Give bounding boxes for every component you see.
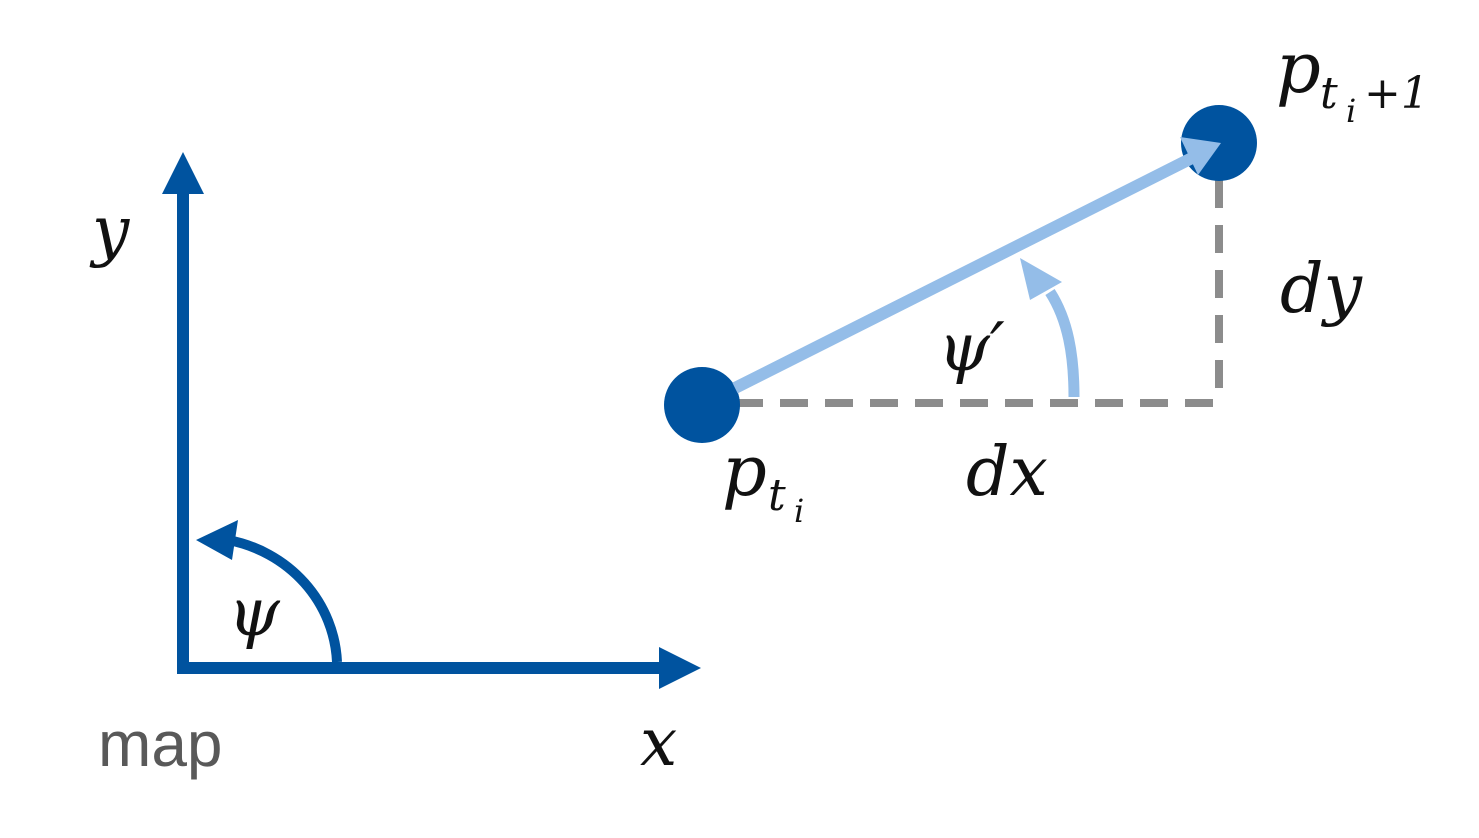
psi-angle-arrowhead [196,520,238,560]
x-axis-arrowhead [659,647,701,689]
point-start-base: p [722,430,767,512]
displacement-vector [732,137,1221,394]
x-axis-label: x [640,704,677,781]
point-end-subsub: i [1346,92,1356,130]
displacement-guides [735,180,1223,407]
map-frame [162,152,701,689]
psi-prime-arrowhead [1020,258,1062,300]
dy-label: dy [1280,250,1364,329]
point-start-label: p t i [722,430,804,530]
psi-prime-angle [1020,258,1080,398]
vector-shaft [732,152,1195,394]
point-end-suffix: +1 [1364,68,1429,119]
y-axis-arrowhead [162,152,204,194]
point-end-sub: t [1320,68,1338,119]
psi-prime-label: ψ′ [938,309,1005,386]
y-axis-label: y [89,192,130,269]
psi-label: ψ [228,574,281,651]
point-end-label: p t i +1 [1276,27,1429,130]
psi-angle-arc [227,535,342,663]
frame-label-map: map [98,708,223,780]
psi-prime-arc [1045,289,1080,398]
point-start [664,367,740,443]
dx-label: dx [966,433,1048,512]
point-end-base: p [1276,27,1321,109]
point-start-sub: t [768,470,786,521]
point-start-subsub: i [794,492,804,530]
vector-arrowhead [1180,137,1221,175]
